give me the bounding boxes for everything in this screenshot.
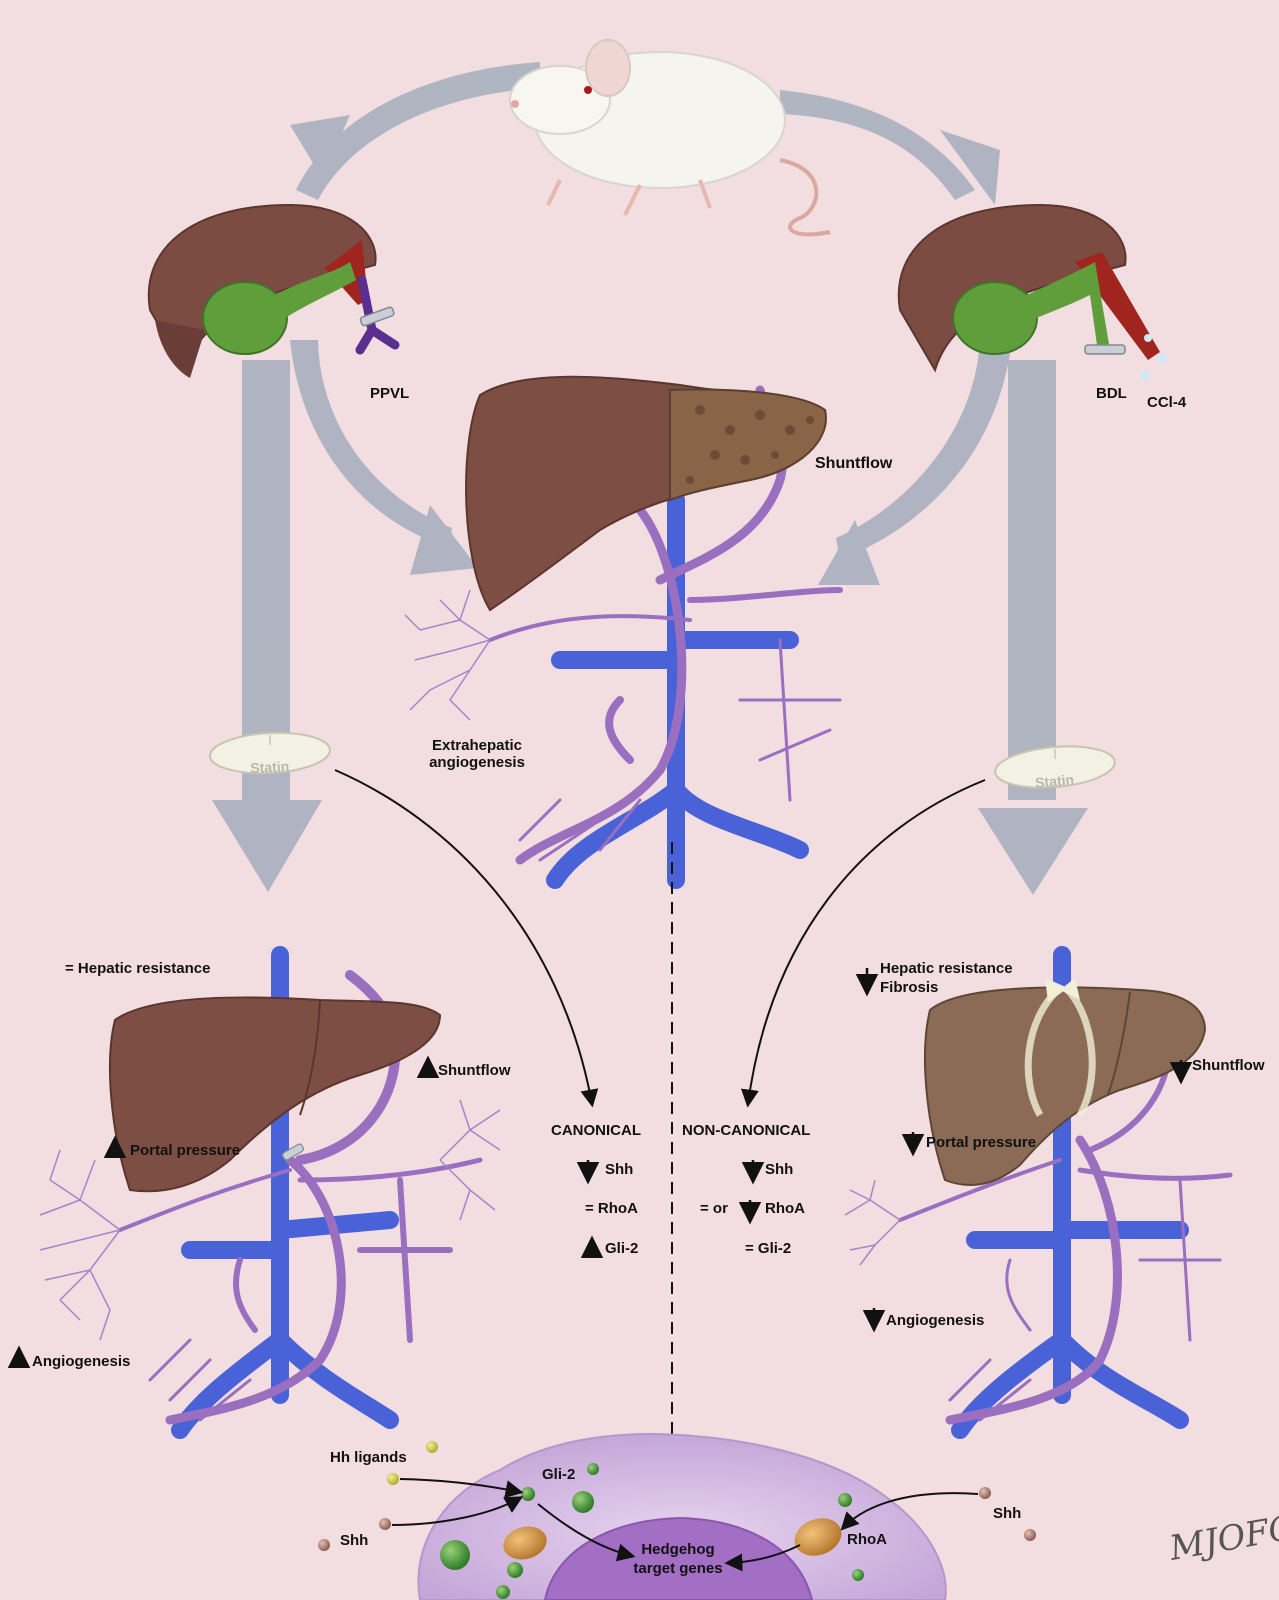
label-bdl: BDL — [1096, 385, 1127, 402]
statin-label-right: Statin — [1034, 771, 1074, 790]
label-non-rhoa-prefix: = or — [700, 1200, 728, 1217]
cell-icon — [417, 1433, 947, 1600]
label-non-gli: = Gli-2 — [745, 1240, 791, 1257]
label-noncanonical: NON-CANONICAL — [682, 1122, 810, 1139]
label-fibrosis-right: Fibrosis — [880, 979, 938, 996]
label-hepatic-res-right: Hepatic resistance — [880, 960, 1013, 977]
label-non-shh: Shh — [765, 1161, 793, 1178]
label-hedgehog-2: target genes — [633, 1560, 722, 1577]
label-portal-left: Portal pressure — [130, 1142, 240, 1159]
label-ccl4: CCl-4 — [1147, 394, 1187, 411]
label-gli2-cell: Gli-2 — [542, 1466, 575, 1483]
label-can-gli: Gli-2 — [605, 1240, 638, 1257]
label-shuntflow-top: Shuntflow — [815, 455, 893, 472]
liver-center — [404, 375, 843, 889]
gallbladder-left — [147, 203, 400, 378]
gallbladder-right — [897, 203, 1167, 381]
label-angio-right: Angiogenesis — [886, 1312, 984, 1329]
label-extrahepatic-2: angiogenesis — [429, 754, 525, 771]
label-shuntflow-left: Shuntflow — [438, 1062, 511, 1079]
arrow-statin-noncanonical — [741, 779, 986, 1108]
liver-bottom-right — [844, 946, 1233, 1439]
arrow-statin-canonical — [334, 769, 599, 1108]
artist-signature: MJOFC — [1166, 1508, 1279, 1569]
label-rhoa-cell: RhoA — [847, 1531, 887, 1548]
label-shh-left: Shh — [340, 1532, 368, 1549]
cell-arrows — [391, 1478, 979, 1572]
label-can-rhoa: = RhoA — [585, 1200, 638, 1217]
statin-pill-right: Statin — [994, 745, 1116, 791]
label-extrahepatic-1: Extrahepatic — [432, 737, 522, 754]
flow-arrows — [212, 62, 1088, 895]
statin-pill-left: Statin — [209, 731, 331, 776]
label-ppvl: PPVL — [370, 385, 409, 402]
label-non-rhoa: RhoA — [765, 1200, 805, 1217]
label-hh-ligands: Hh ligands — [330, 1449, 407, 1466]
statin-label-left: Statin — [250, 758, 290, 776]
label-portal-right: Portal pressure — [926, 1134, 1036, 1151]
label-hedgehog-1: Hedgehog — [641, 1541, 714, 1558]
ligands — [318, 1441, 1036, 1551]
liver-bottom-left — [39, 946, 501, 1439]
label-hepatic-res-left: = Hepatic resistance — [65, 960, 211, 977]
label-angio-left: Angiogenesis — [32, 1353, 130, 1370]
rat-icon — [509, 39, 831, 237]
label-canonical: CANONICAL — [551, 1122, 641, 1139]
label-can-shh: Shh — [605, 1161, 633, 1178]
label-shh-right: Shh — [993, 1505, 1021, 1522]
label-shuntflow-right: Shuntflow — [1192, 1057, 1265, 1074]
